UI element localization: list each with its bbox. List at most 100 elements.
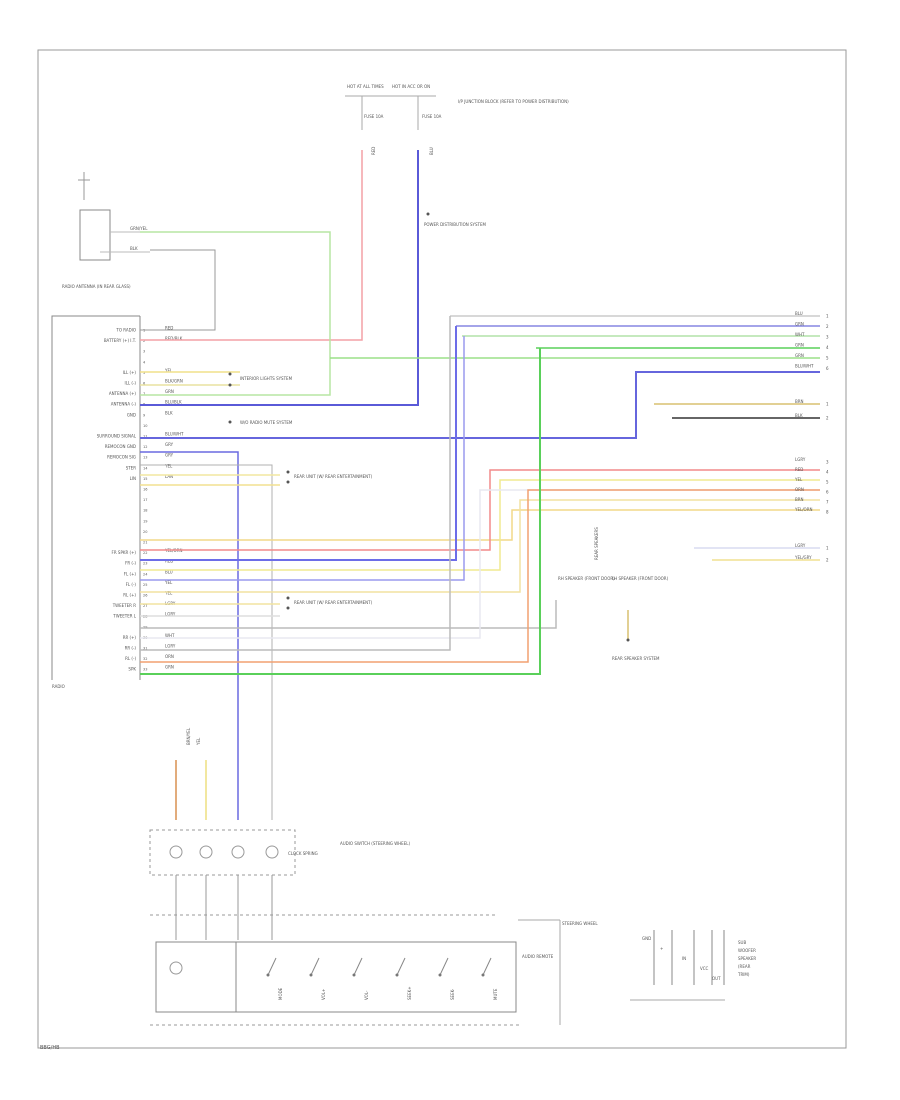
switch-contact	[396, 957, 406, 976]
radio-wire-label: LGRY	[165, 612, 176, 617]
right-pin-number: 8	[826, 510, 829, 515]
radio-pin-number: 20	[143, 530, 147, 534]
radio-pin-label: SURROUND SIGNAL	[97, 434, 137, 439]
rear-unit-junction-2	[286, 480, 290, 484]
radio-pin-label: TO RADIO	[115, 328, 136, 333]
radio-pin-number: 7	[143, 392, 145, 396]
radio-pin-label: BATTERY (+) I.T.	[104, 338, 136, 343]
radio-pin-label: ILL (-)	[125, 381, 137, 386]
radio-pin-number: 10	[143, 424, 147, 428]
radio-pin-number: 17	[143, 498, 147, 502]
rear-unit-junction-3	[286, 596, 290, 600]
radio-pin-label: ILL (+)	[123, 370, 137, 375]
radio-wire-label: GRN	[165, 389, 174, 394]
right-pin-number: 6	[826, 366, 829, 371]
antenna-wire-2: BLK	[130, 246, 138, 251]
radio-pin-number: 14	[143, 466, 148, 470]
wire-rl-orange	[140, 489, 820, 663]
radio-pin-label: TWEETER R	[112, 603, 136, 608]
rear-speaker-arrow	[626, 638, 630, 642]
radio-pin-label: FL (-)	[126, 582, 137, 587]
ipj-fuse-block: HOT AT ALL TIMES HOT IN ACC OR ON I/P JU…	[345, 84, 569, 227]
radio-pin-number: 23	[143, 562, 147, 566]
right-pin-number: 4	[826, 470, 829, 475]
right-wire-label: GRN	[795, 322, 804, 327]
radio-wire-label: WHT	[165, 633, 175, 638]
clock-spring-contact-3	[231, 845, 245, 859]
clock-spring-sub: CLOCK SPRING	[288, 851, 318, 856]
radio-pin-number: 33	[143, 668, 147, 672]
switch-label: SEEK-	[450, 988, 455, 1000]
left-bottom-wire-1: BRN/YEL	[186, 727, 191, 745]
right-wire-label: BLU	[795, 311, 803, 316]
right-wire-label: LGRY	[795, 543, 806, 548]
dimmer-junction	[228, 420, 232, 424]
harness-wires	[140, 150, 820, 820]
switch-pivot	[395, 973, 399, 977]
wire-fl-blue	[140, 326, 457, 561]
radio-wire-label: GRN	[165, 665, 174, 670]
radio-wire-label: GRY	[165, 453, 174, 458]
radio-pin-label: REMOCON GND	[105, 444, 136, 449]
clock-spring-contact-1	[169, 845, 183, 859]
sub-speaker-label: SPEAKER	[738, 956, 756, 961]
rear-unit-label: REAR UNIT (W/ REAR ENTERTAINMENT)	[294, 474, 373, 479]
switch-pivot	[309, 973, 313, 977]
right-pin-number: 3	[826, 335, 829, 340]
audio-remote-label: AUDIO REMOTE	[522, 954, 554, 959]
right-pin-number: 1	[826, 546, 829, 551]
radio-antenna: GRN/YEL BLK RADIO ANTENNA (IN REAR GLASS…	[62, 172, 150, 289]
switch-label: MODE	[278, 987, 283, 1000]
radio-pin-label: RR (-)	[125, 646, 137, 651]
radio-pin-number: 21	[143, 541, 147, 545]
radio-pin-number: 13	[143, 456, 147, 460]
radio-wire-label: BLK/GRN	[165, 379, 183, 384]
radio-pin-label: TWEETER L	[112, 614, 136, 619]
clock-spring-contact-2	[199, 845, 213, 859]
sub-speaker-label: WOOFER	[738, 948, 756, 953]
switch-contact	[353, 957, 363, 976]
switch-pivot	[352, 973, 356, 977]
radio-pin-label: SPK	[128, 667, 136, 672]
radio-pin-number: 19	[143, 519, 147, 523]
radio-pin-label: RL (+)	[123, 593, 136, 598]
right-pin-number: 2	[826, 558, 829, 563]
ipj-box-label: I/P JUNCTION BLOCK (REFER TO POWER DISTR…	[458, 99, 569, 104]
footer-code: BBG/HB	[40, 1045, 60, 1051]
radio-box-left	[51, 315, 140, 680]
radio-pin-label: LIN	[130, 476, 136, 481]
right-pin-number: 1	[826, 402, 829, 407]
radio-pin-number: 16	[143, 488, 147, 492]
radio-wire-label: BLU/BLK	[165, 400, 182, 405]
radio-pin-number: 3	[143, 350, 145, 354]
antenna-wire-1: GRN/YEL	[130, 226, 148, 231]
radio-pin-number: 31	[143, 647, 147, 651]
sub-pin-label: OUT	[712, 976, 721, 981]
radio-wire-label: YEL	[164, 591, 173, 596]
dimmer-label: W/O RADIO MUTE SYSTEM	[240, 420, 293, 425]
radio-label: RADIO	[52, 684, 65, 689]
right-wire-label: WHT	[795, 332, 805, 337]
switch-label: VOL-	[364, 990, 369, 1000]
radio-pin-label: ANTENNA (-)	[111, 402, 137, 407]
radio-pin-number: 9	[143, 413, 145, 417]
wire-remocon-gray	[140, 464, 273, 820]
sub-speaker-label: TRIM)	[737, 972, 750, 977]
switch-contact	[310, 957, 320, 976]
switch-label: VOL+	[321, 989, 326, 1000]
radio-pin-number: 12	[143, 445, 147, 449]
radio-pin-label: FR SPKR (+)	[112, 550, 137, 555]
clock-spring-box	[149, 829, 296, 876]
radio-wire-label: BLU	[165, 569, 173, 574]
radio-pin-number: 6	[143, 382, 145, 386]
right-wire-label: BRN	[795, 399, 804, 404]
radio-wire-label: LAN	[165, 474, 173, 479]
radio-wire-label: RED	[165, 559, 173, 564]
switch-pivot	[438, 973, 442, 977]
radio-pin-number: 24	[143, 572, 148, 576]
right-wire-label: BRN	[795, 497, 804, 502]
side-vertical-label: REAR SPEAKERS	[594, 527, 599, 560]
radio-pin-label: FR (-)	[125, 561, 136, 566]
